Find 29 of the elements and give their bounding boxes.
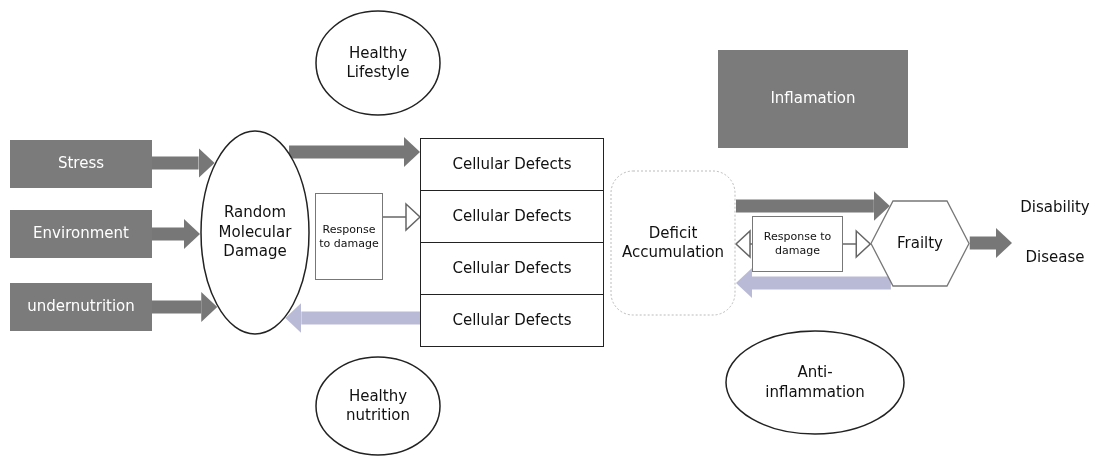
defect-row: Cellular Defects — [420, 294, 604, 347]
defect-row: Cellular Defects — [420, 242, 604, 295]
process-box: undernutrition — [10, 283, 152, 331]
frailty-hexagon: Frailty — [870, 200, 970, 287]
arrow — [152, 292, 218, 322]
intervention-ellipse: Healthy nutrition — [315, 356, 441, 456]
defect-row: Cellular Defects — [420, 138, 604, 191]
arrow — [842, 230, 871, 258]
intervention-ellipse: Anti- inflammation — [725, 330, 905, 435]
process-box: Environment — [10, 210, 152, 258]
outcome-text: Disability — [1012, 193, 1098, 223]
arrow — [736, 268, 891, 298]
intervention-ellipse: Healthy Lifestyle — [315, 10, 441, 116]
process-ellipse: Random Molecular Damage — [200, 130, 310, 335]
response-box: Response to damage — [315, 193, 383, 280]
arrow — [152, 219, 200, 249]
inflammation-box: Inflamation — [718, 50, 908, 148]
arrow — [969, 228, 1012, 258]
arrow — [735, 230, 753, 258]
arrow — [285, 303, 420, 333]
outcome-text: Disease — [1012, 243, 1098, 273]
arrow — [289, 137, 420, 167]
arrow — [382, 203, 421, 231]
accumulation-box: Deficit Accumulation — [610, 170, 736, 316]
process-box: Stress — [10, 140, 152, 188]
arrow — [736, 191, 890, 221]
defect-row: Cellular Defects — [420, 190, 604, 243]
arrow — [152, 148, 215, 178]
response-box: Response to damage — [752, 216, 843, 272]
